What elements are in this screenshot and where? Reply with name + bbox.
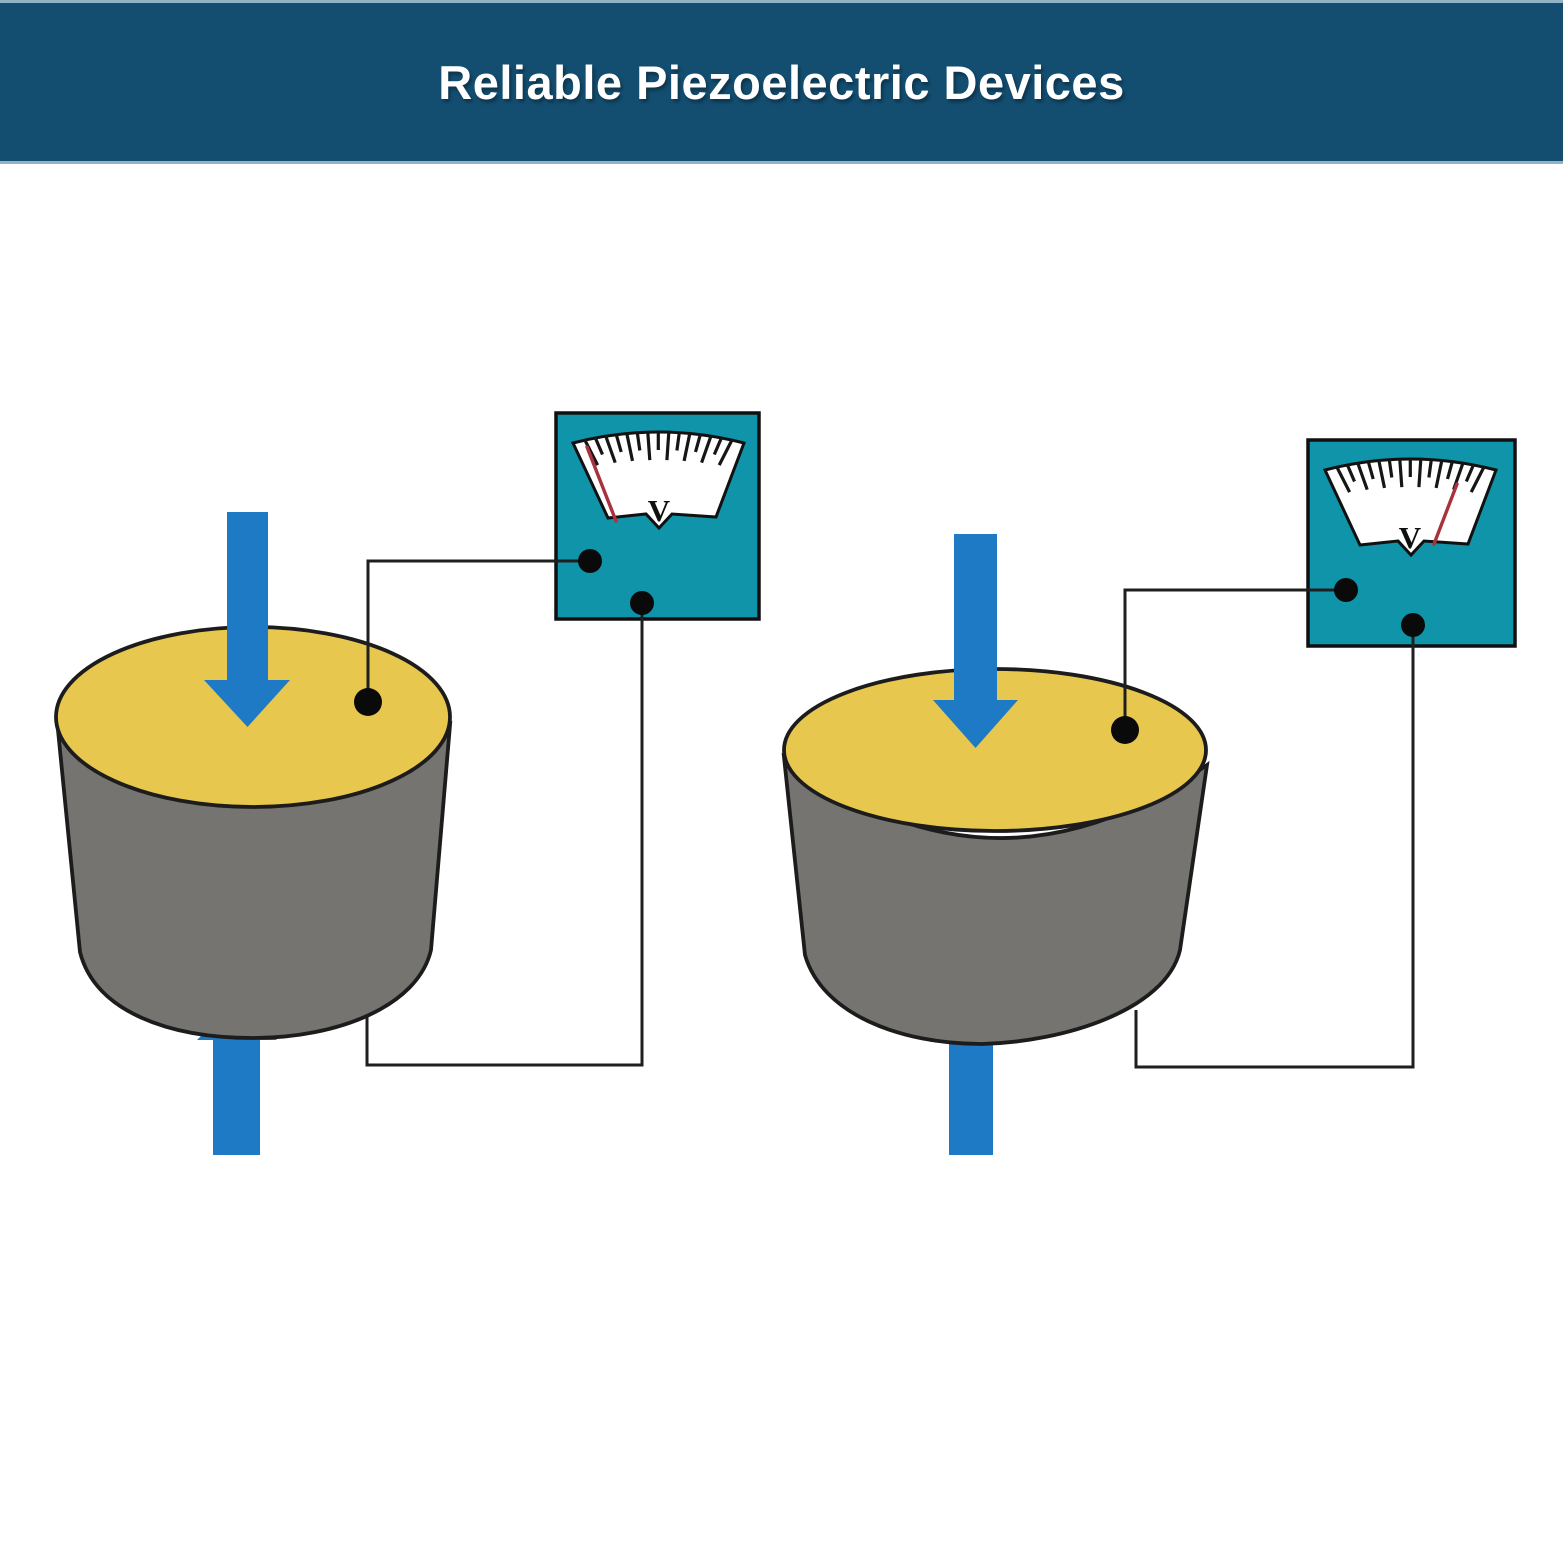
terminal-dot-bottom	[630, 591, 654, 615]
voltmeter-dial-face	[1322, 457, 1498, 558]
voltmeter-unit-label: V	[648, 493, 671, 528]
voltmeter-needle	[585, 445, 618, 523]
device-left: V	[54, 411, 761, 1155]
terminal-dot-bottom	[1401, 613, 1425, 637]
voltmeter-scale-ticks	[583, 432, 734, 466]
bottom-wire	[1134, 625, 1415, 1069]
electrode-dot	[1111, 716, 1139, 744]
top-wire	[1123, 588, 1346, 730]
voltmeter-right: V	[1306, 438, 1517, 648]
page-title: Reliable Piezoelectric Devices	[438, 55, 1125, 109]
force-arrow-down	[204, 512, 290, 727]
voltmeter-left: V	[554, 411, 761, 621]
voltmeter-unit-label: V	[1399, 520, 1422, 555]
top-wire	[366, 559, 590, 702]
voltmeter-needle	[1432, 482, 1459, 546]
voltmeter-dial-face	[570, 430, 746, 531]
bottom-wire	[365, 603, 644, 1067]
terminal-dot-left	[578, 549, 602, 573]
voltmeter-scale-ticks	[1335, 459, 1486, 493]
electrode-dot	[354, 688, 382, 716]
device-right: V	[781, 438, 1517, 1155]
header-banner: Reliable Piezoelectric Devices	[0, 0, 1563, 164]
terminal-dot-left	[1334, 578, 1358, 602]
force-arrow-down	[933, 534, 1018, 748]
piezo-disc-body	[781, 752, 1210, 1046]
